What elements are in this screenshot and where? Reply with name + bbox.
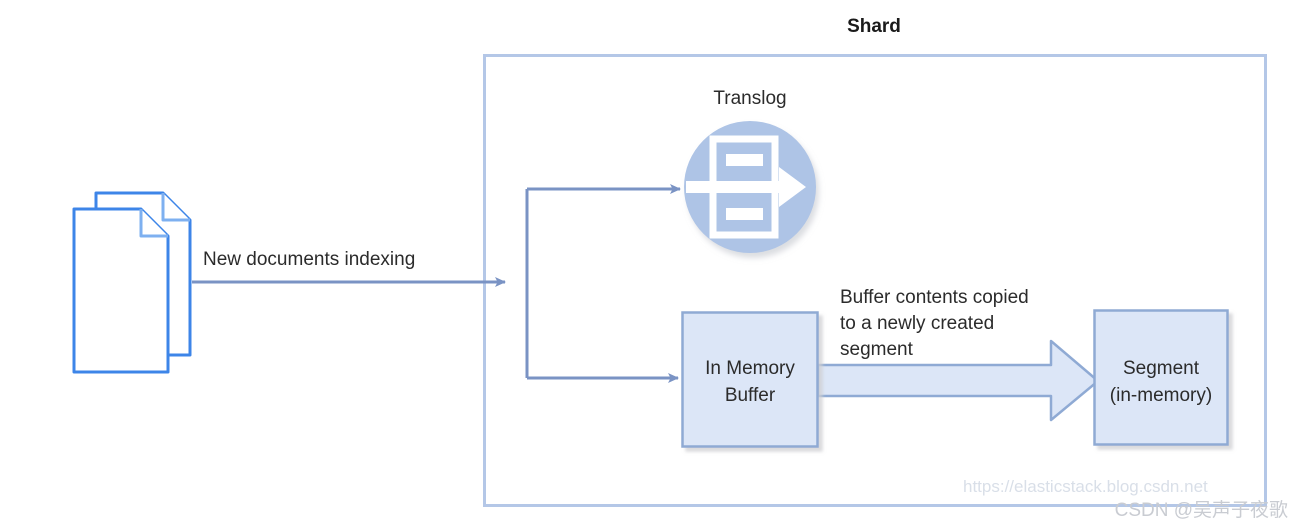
branch-connector	[525, 184, 681, 383]
in-memory-buffer-label-line-2: Buffer	[725, 385, 776, 406]
edge-docs-to-shard: New documents indexing	[192, 249, 506, 287]
edge-label-buffer-copy: Buffer contents copied to a newly create…	[840, 287, 1029, 360]
in-memory-buffer-label-line-1: In Memory	[705, 358, 795, 379]
document-back-fold	[161, 193, 190, 222]
translog-label: Translog	[713, 88, 786, 109]
segment-node[interactable]: Segment (in-memory)	[1093, 309, 1229, 446]
translog-circle-icon	[686, 135, 806, 239]
segment-label-line-1: Segment	[1123, 358, 1200, 379]
buffer-copy-line-3: segment	[840, 339, 914, 360]
documents-stack-icon	[72, 191, 192, 374]
buffer-to-segment-block-arrow	[816, 339, 1100, 422]
document-front-fold	[139, 209, 168, 238]
edge-label-new-documents-indexing: New documents indexing	[203, 249, 415, 270]
buffer-copy-line-1: Buffer contents copied	[840, 287, 1029, 308]
watermark-url: https://elasticstack.blog.csdn.net	[963, 477, 1208, 496]
translog-node[interactable]: Translog	[684, 88, 816, 253]
watermark-author: CSDN @吴声子夜歌	[1115, 499, 1288, 521]
segment-label-line-2: (in-memory)	[1110, 385, 1212, 406]
segment-box	[1093, 309, 1229, 446]
in-memory-buffer-box	[681, 311, 819, 448]
buffer-copy-line-2: to a newly created	[840, 313, 994, 334]
block-arrow-shape	[816, 339, 1100, 422]
in-memory-buffer-node[interactable]: In Memory Buffer	[681, 311, 819, 448]
page-title: Shard	[847, 16, 901, 37]
document-front-sheet	[72, 207, 170, 374]
